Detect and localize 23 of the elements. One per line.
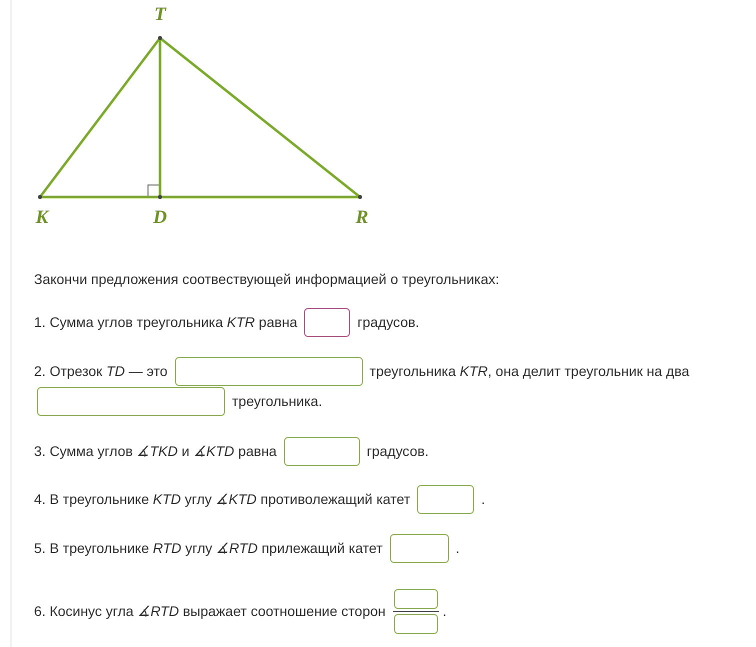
question-text: 1. Сумма углов треугольника KTR равна bbox=[34, 314, 298, 330]
question-text: 6. Косинус угла ∡RTD выражает соотношение сторон bbox=[34, 603, 386, 619]
question-text: градусов. bbox=[357, 314, 420, 330]
question-text: 5. В треугольнике RTD углу ∡RTD прилежащий катет bbox=[34, 540, 383, 556]
question-text: . bbox=[442, 603, 447, 619]
vertex-label: K bbox=[30, 197, 54, 228]
question-text: треугольника. bbox=[232, 393, 322, 409]
question-text: градусов. bbox=[366, 443, 429, 459]
vertex-label: T bbox=[148, 5, 172, 38]
question-text: 2. Отрезок TD — это bbox=[34, 363, 168, 379]
vertex-label: R bbox=[348, 197, 376, 228]
question-text: треугольника KTR, она делит треугольник на два bbox=[370, 363, 690, 379]
vertex-label: D bbox=[148, 197, 172, 228]
question-text: 4. В треугольнике KTD углу ∡KTD противолежащий катет bbox=[34, 491, 410, 507]
triangle-side bbox=[40, 196, 160, 198]
question-text: . bbox=[481, 491, 486, 507]
triangle-side bbox=[159, 37, 361, 198]
triangle-side bbox=[158, 38, 162, 197]
question-text: 3. Сумма углов ∡TKD и ∡KTD равна bbox=[34, 443, 277, 459]
question-text: . bbox=[456, 540, 460, 556]
triangle-side bbox=[160, 196, 360, 198]
triangle-side bbox=[39, 37, 161, 198]
question-text: Закончи предложения соотвествующей информацией о треугольниках: bbox=[34, 271, 500, 287]
